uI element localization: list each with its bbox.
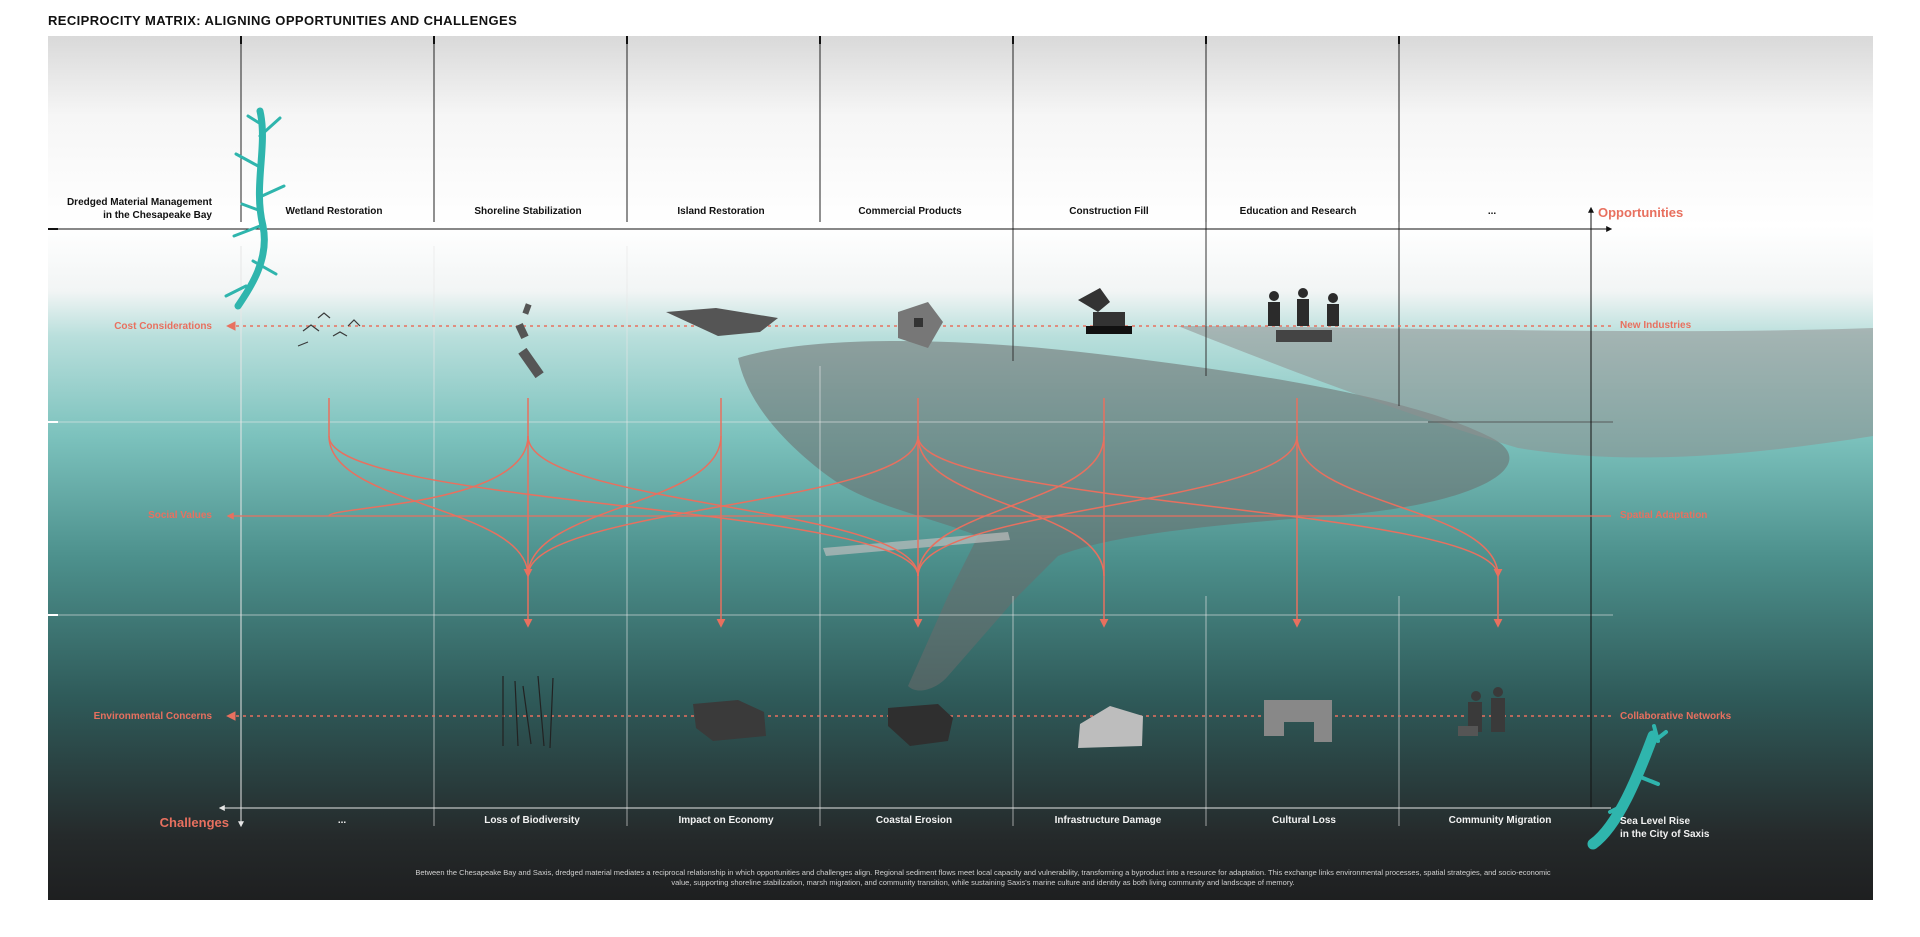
opportunity-island-restoration: Island Restoration [677, 206, 765, 217]
factor-spatial-adaptation: Spatial Adaptation [1620, 510, 1708, 521]
column-lines [240, 36, 1400, 406]
opportunity-shoreline-stabilization: Shoreline Stabilization [474, 206, 582, 217]
damaged-road-icon [1078, 706, 1143, 748]
chesapeake-bay-map [224, 107, 286, 310]
opportunity-construction-fill: Construction Fill [1069, 206, 1149, 217]
factor-new-industries: New Industries [1620, 320, 1692, 331]
challenge-loss-of-biodiversity: Loss of Biodiversity [484, 815, 580, 826]
column-tick-marks [240, 36, 1400, 44]
shoreline-stones-icon [515, 303, 544, 379]
opportunity-education-and-research: Education and Research [1239, 206, 1357, 217]
challenge-community-migration: Community Migration [1448, 815, 1552, 826]
saxis-map [1587, 724, 1668, 850]
factor-environmental-concerns: Environmental Concerns [93, 711, 212, 722]
opportunity-more: ... [1487, 206, 1497, 217]
researchers-icon [1268, 288, 1339, 342]
opportunity-commercial-products: Commercial Products [858, 206, 962, 217]
matrix-overlay [48, 36, 1873, 850]
reeds-icon [502, 675, 554, 749]
marsh-land [1178, 326, 1873, 458]
migrating-people-icon [1458, 687, 1505, 736]
opportunity-wetland-restoration: Wetland Restoration [285, 206, 383, 217]
challenges-axis-label: Challenges [159, 815, 229, 830]
challenge-more: ... [337, 815, 347, 826]
challenge-infrastructure-damage: Infrastructure Damage [1054, 815, 1162, 826]
left-ticks [48, 421, 58, 616]
island-block-icon [666, 308, 778, 336]
birds-icon [297, 312, 361, 347]
flow-arrows [328, 398, 1503, 628]
challenge-coastal-erosion: Coastal Erosion [875, 815, 953, 826]
factor-collaborative-networks: Collaborative Networks [1620, 711, 1732, 722]
origin-top-label: Dredged Material Management in the Chesa… [66, 197, 212, 221]
ruin-wall-icon [1264, 700, 1332, 742]
factor-social-values: Social Values [148, 510, 212, 521]
page-title: RECIPROCITY MATRIX: ALIGNING OPPORTUNITI… [48, 13, 518, 28]
footer-description: Between the Chesapeake Bay and Saxis, dr… [415, 868, 1551, 887]
origin-bottom-label: Sea Level Rise in the City of Saxis [1620, 816, 1710, 840]
row-lines [48, 421, 1613, 616]
matrix-panel: Dredged Material Management in the Chesa… [48, 36, 1873, 900]
eroded-ground-icon [888, 704, 953, 746]
pier [823, 532, 1010, 556]
gabion-icon [693, 700, 766, 741]
factor-cost-considerations: Cost Considerations [114, 321, 212, 332]
challenge-cultural-loss: Cultural Loss [1272, 815, 1336, 826]
challenge-impact-on-economy: Impact on Economy [678, 815, 774, 826]
excavator-icon [1078, 288, 1132, 334]
concrete-block-icon [898, 302, 943, 348]
opportunities-axis-label: Opportunities [1598, 205, 1684, 220]
